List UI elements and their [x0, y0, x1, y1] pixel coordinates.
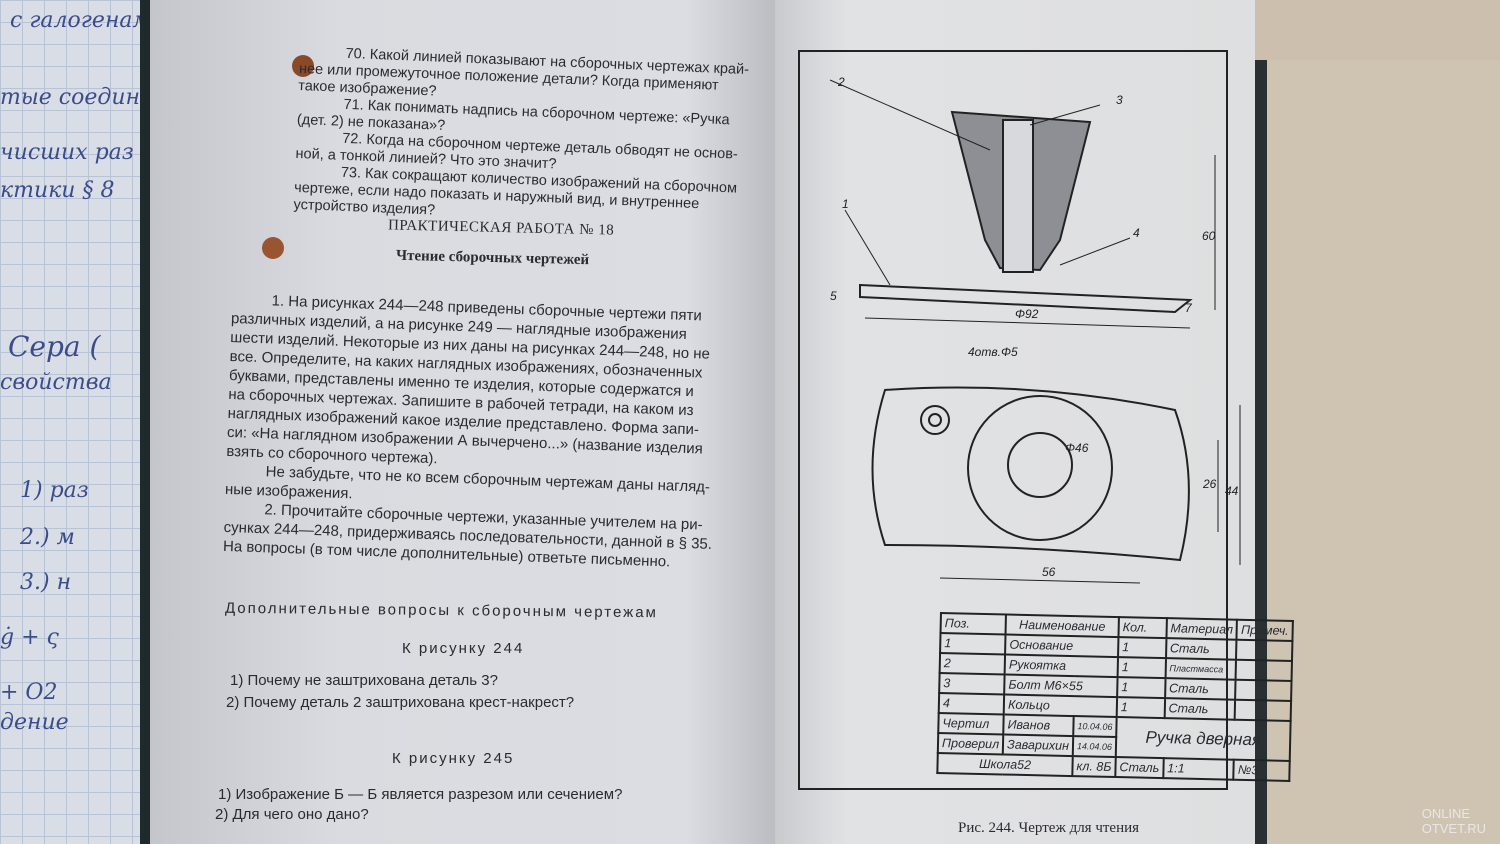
specification-table: Поз. Наименование Кол. Материал Примеч. … [936, 612, 1294, 782]
spec-cell: 3 [939, 673, 1005, 695]
part-label: 4 [1133, 226, 1140, 240]
spec-cell: Рукоятка [1004, 654, 1119, 678]
leader-line [1029, 104, 1101, 126]
part-label: 1 [842, 197, 849, 211]
figure-244-question: 2) Почему деталь 2 заштрихована крест-на… [226, 694, 575, 711]
spec-cell: Сталь [1165, 638, 1237, 660]
watermark-text: OTVET.RU [1421, 821, 1486, 836]
handwriting: чисших раз [0, 140, 134, 165]
watermark-text: ONLINE [1421, 806, 1471, 821]
spec-cell: Сталь [1164, 678, 1236, 700]
spec-cell: 1 [1118, 637, 1167, 659]
handwriting: 1) раз [20, 478, 89, 503]
leader-line [1059, 237, 1131, 266]
dimension-label: 5 [830, 289, 837, 303]
drew-name: Иванов [1003, 714, 1074, 737]
spec-cell: 1 [1117, 677, 1166, 699]
class: кл. 8Б [1072, 756, 1116, 778]
figure-245-heading: К рисунку 245 [392, 750, 515, 767]
header-cell: Материал [1166, 618, 1238, 640]
bolt [1002, 119, 1034, 273]
handwriting: Сера ( [8, 330, 101, 363]
handwriting: ġ + ς [0, 625, 59, 650]
spec-cell: Основание [1005, 634, 1119, 658]
handwriting: свойства [0, 370, 112, 395]
handwriting: ктики § 8 [0, 178, 115, 203]
part-label: 3 [1116, 93, 1123, 107]
dimension-line [864, 317, 1191, 329]
leader-line [844, 209, 891, 286]
spec-cell [1236, 639, 1293, 662]
circle-46 [967, 395, 1113, 541]
dimension-label: 60 [1202, 229, 1216, 243]
left-page [150, 0, 780, 844]
drew-date: 10.04.06 [1073, 716, 1117, 738]
checked-date: 14.04.06 [1072, 736, 1117, 758]
leader-line [829, 79, 991, 151]
question-icon [292, 55, 314, 77]
table-surface [1255, 60, 1500, 844]
dimension-label: 44 [1225, 484, 1239, 498]
header-cell: Кол. [1118, 617, 1167, 639]
mounting-hole [920, 405, 950, 435]
handwriting: + O2 [0, 680, 58, 705]
figure-244-question: 1) Почему не заштрихована деталь 3? [230, 672, 498, 689]
figure-245-question: 1) Изображение Б — Б является разрезом и… [218, 786, 623, 803]
scale: 1:1 [1163, 758, 1235, 780]
dimension-label: 26 [1202, 477, 1217, 491]
handwriting: 3.) н [20, 570, 72, 595]
part-label: 2 [837, 75, 845, 89]
figure-caption: Рис. 244. Чертеж для чтения [958, 820, 1140, 836]
sheet-number: №3 [1233, 759, 1290, 781]
spec-cell: Сталь [1164, 698, 1236, 720]
center-hole [1007, 432, 1073, 498]
spec-cell: 1 [1116, 697, 1165, 719]
material: Сталь [1115, 757, 1164, 779]
header-cell: Поз. [940, 613, 1007, 635]
mounting-hole [928, 413, 942, 427]
handwriting: тые соедин [0, 85, 140, 110]
dimension-label: Φ92 [1015, 307, 1039, 321]
spec-cell: Пластмасса [1165, 658, 1237, 680]
practical-work-icon [262, 237, 284, 259]
spec-cell [1235, 659, 1293, 681]
dimension-label: Φ46 [1065, 441, 1089, 455]
dimension-line [939, 577, 1141, 584]
spec-cell: 4 [938, 693, 1005, 715]
handwriting: с галогенами [10, 8, 165, 33]
drawing-title: Ручка дверная [1115, 717, 1291, 761]
header-cell: Наименование [1005, 614, 1119, 638]
drew-label: Чертил [938, 712, 1004, 735]
figure-244-heading: К рисунку 244 [402, 640, 525, 657]
dimension-label: 56 [1042, 565, 1056, 579]
spec-cell: Болт М6×55 [1004, 674, 1118, 698]
school: Школа52 [937, 752, 1073, 777]
spec-cell [1235, 679, 1292, 701]
handwriting: дение [0, 710, 69, 735]
base-plate [859, 283, 1193, 314]
spec-cell: 1 [940, 633, 1006, 655]
spec-cell: 2 [939, 653, 1006, 675]
dimension-label: 4отв.Φ5 [968, 345, 1018, 359]
header-cell: Примеч. [1236, 619, 1293, 642]
handwriting: 2.) м [20, 525, 75, 550]
technical-drawing-frame [798, 50, 1228, 790]
checked-label: Проверил [937, 732, 1004, 755]
spec-cell: Кольцо [1003, 694, 1118, 718]
figure-245-question: 2) Для чего оно дано? [215, 806, 369, 823]
dimension-label: 7 [1185, 301, 1193, 315]
spec-cell [1234, 699, 1292, 721]
plan-view-outline [871, 386, 1190, 562]
checked-name: Заварихин [1002, 734, 1074, 757]
spec-cell: 1 [1117, 657, 1166, 679]
